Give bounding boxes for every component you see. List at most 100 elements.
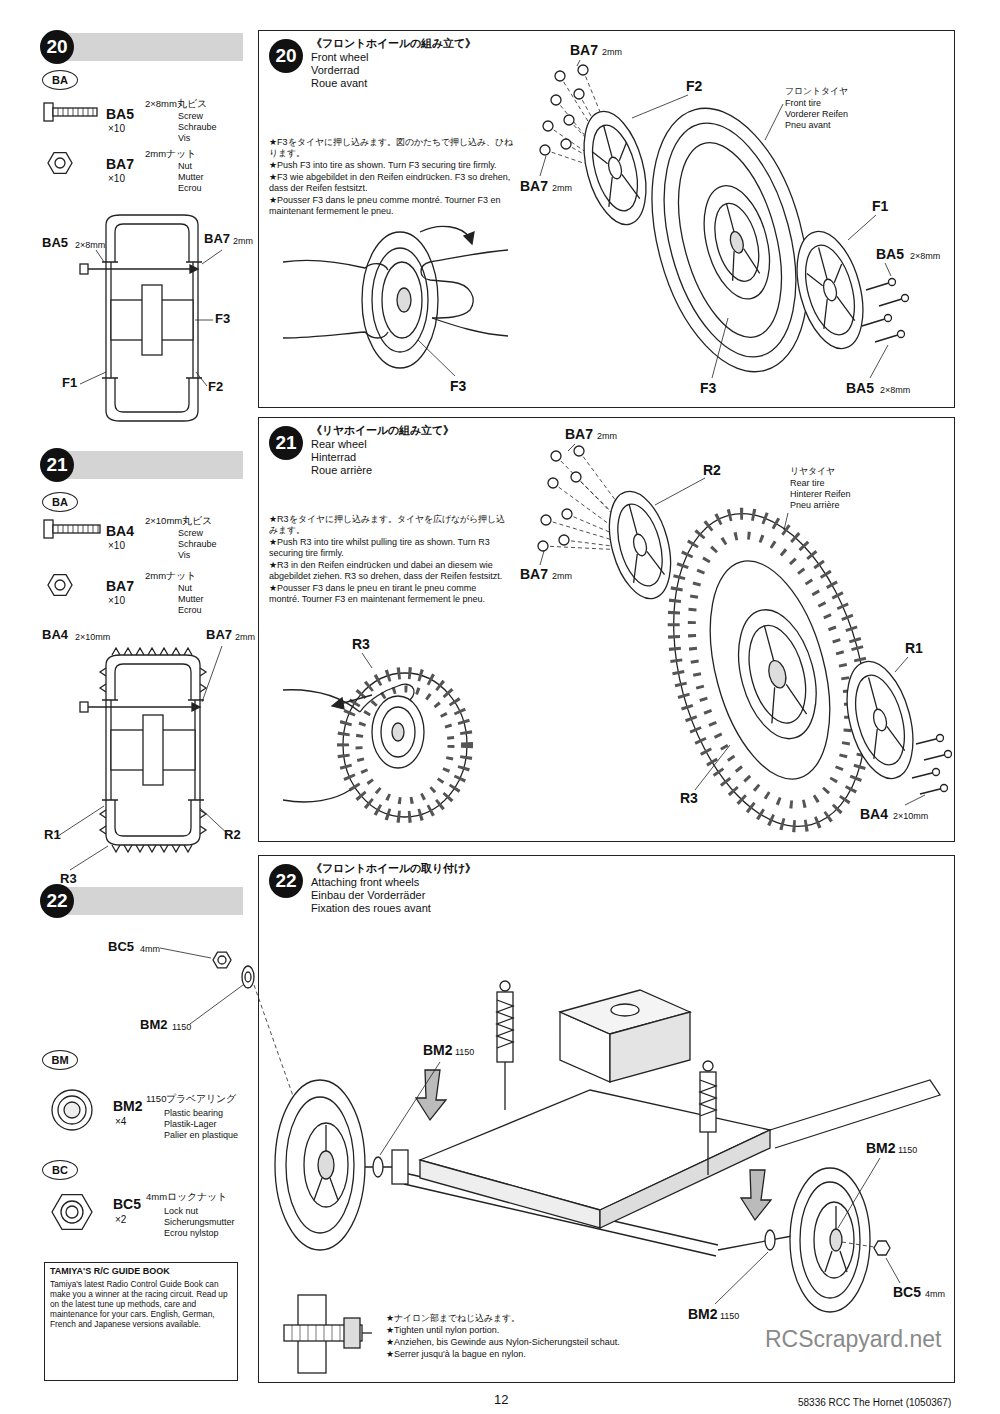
part-code: BC5 bbox=[113, 1196, 141, 1212]
part-code: BM2 bbox=[866, 1140, 896, 1156]
part-label: 1150プラベアリング bbox=[146, 1094, 236, 1105]
part-label: Mutter bbox=[178, 172, 204, 182]
part-code: R3 bbox=[680, 790, 698, 806]
part-label: 2×8mm丸ビス bbox=[145, 99, 207, 110]
part-label: Nut bbox=[178, 161, 192, 171]
step-title: 《フロントホイールの取り付け》 bbox=[311, 862, 476, 875]
instruction-note: ★F3 wie abgebildet in den Reifen eindrüc… bbox=[269, 172, 514, 194]
part-label: Palier en plastique bbox=[164, 1130, 238, 1140]
step-number-text: 21 bbox=[275, 432, 296, 454]
part-label: 2mm bbox=[597, 431, 617, 441]
part-label: Hinterer Reifen bbox=[790, 489, 851, 499]
part-label: フロントタイヤ bbox=[785, 86, 848, 96]
part-code: BA4 bbox=[860, 806, 888, 822]
part-code: BA7 bbox=[565, 426, 593, 442]
part-code: BM2 bbox=[140, 1018, 167, 1033]
part-label: Mutter bbox=[178, 594, 204, 604]
part-label: ×10 bbox=[108, 123, 125, 135]
instruction-note: ★Push F3 into tire as shown. Turn F3 sec… bbox=[269, 160, 514, 171]
instruction-note: ★Pousser F3 dans le pneu comme montré. T… bbox=[269, 195, 514, 217]
step-number-text: 22 bbox=[46, 890, 67, 912]
part-label: Pneu avant bbox=[785, 120, 831, 130]
step-number: 22 bbox=[40, 884, 74, 918]
part-label: 1150 bbox=[720, 1311, 739, 1321]
part-code: F2 bbox=[208, 380, 223, 395]
part-code: F3 bbox=[700, 380, 716, 396]
part-label: Sicherungsmutter bbox=[164, 1217, 235, 1227]
part-label: Front tire bbox=[785, 98, 821, 108]
part-code: F3 bbox=[215, 312, 230, 327]
part-code: BM2 bbox=[113, 1098, 143, 1114]
part-code: BA5 bbox=[876, 246, 904, 262]
part-label: Ecrou bbox=[178, 605, 202, 615]
part-label: Lock nut bbox=[164, 1206, 198, 1216]
part-code: BA7 bbox=[520, 178, 548, 194]
part-label: リヤタイヤ bbox=[790, 466, 835, 476]
part-label: Plastik-Lager bbox=[164, 1119, 217, 1129]
part-label: 4mmロックナット bbox=[146, 1192, 227, 1203]
part-label: Screw bbox=[178, 528, 203, 538]
step-title: Fixation des roues avant bbox=[311, 902, 431, 915]
bag-code: BC bbox=[52, 1164, 68, 1177]
part-label: Vis bbox=[178, 550, 190, 560]
part-label: ×10 bbox=[108, 540, 125, 552]
step-title: Front wheel bbox=[311, 51, 368, 64]
part-code: F1 bbox=[62, 376, 77, 391]
part-code: BA7 bbox=[204, 232, 230, 247]
note-heading: TAMIYA'S R/C GUIDE BOOK bbox=[50, 1266, 232, 1277]
part-code: BA7 bbox=[106, 156, 134, 172]
part-label: 2mm bbox=[552, 183, 572, 193]
part-label: 1150 bbox=[172, 1022, 191, 1032]
guide-book-note: TAMIYA'S R/C GUIDE BOOKTamiya's latest R… bbox=[44, 1262, 238, 1381]
step-panel: 《フロントホイールの取り付け》Attaching front wheelsEin… bbox=[258, 855, 955, 1383]
part-label: Plastic bearing bbox=[164, 1108, 223, 1118]
part-label: 2×8mm bbox=[75, 240, 105, 250]
step-number: 21 bbox=[40, 448, 74, 482]
part-label: Schraube bbox=[178, 539, 217, 549]
part-code: BM2 bbox=[423, 1042, 453, 1058]
part-label: 1150 bbox=[455, 1047, 474, 1057]
instruction-note: ★Tighten until nylon portion. bbox=[386, 1325, 648, 1336]
part-label: Nut bbox=[178, 583, 192, 593]
step-title: Roue arrière bbox=[311, 464, 372, 477]
step-number-text: 22 bbox=[275, 870, 296, 892]
part-label: Ecrou nylstop bbox=[164, 1228, 219, 1238]
part-label: ×10 bbox=[108, 173, 125, 185]
part-label: 4mm bbox=[925, 1289, 945, 1299]
part-label: ×10 bbox=[108, 595, 125, 607]
part-label: Vorderer Reifen bbox=[785, 109, 848, 119]
step-title: Hinterrad bbox=[311, 451, 356, 464]
part-label: Schraube bbox=[178, 122, 217, 132]
part-code: BA7 bbox=[570, 42, 598, 58]
step-number: 20 bbox=[40, 30, 74, 64]
part-label: 2×10mm bbox=[893, 811, 928, 821]
instruction-note: ★Pousser F3 dans le pneu en tirant le pn… bbox=[269, 583, 509, 605]
step-title: Vorderrad bbox=[311, 64, 359, 77]
part-label: 2mmナット bbox=[145, 149, 196, 160]
step-title: Attaching front wheels bbox=[311, 876, 419, 889]
bag-code: BM bbox=[51, 1054, 68, 1067]
part-code: BM2 bbox=[688, 1306, 718, 1322]
bag-code: BA bbox=[52, 496, 68, 509]
part-label: 2mm bbox=[233, 236, 253, 246]
step-title: 《フロントホイールの組み立て》 bbox=[311, 37, 476, 50]
step-number: 21 bbox=[269, 426, 303, 460]
page-number: 12 bbox=[494, 1393, 508, 1408]
watermark: RCScrapyard.net bbox=[765, 1326, 941, 1352]
parts-bag-tag: BC bbox=[42, 1160, 78, 1180]
part-label: ×4 bbox=[115, 1116, 126, 1128]
part-code: R1 bbox=[905, 640, 923, 656]
part-label: Rear tire bbox=[790, 478, 825, 488]
part-label: 2mm bbox=[602, 47, 622, 57]
step-title: Roue avant bbox=[311, 77, 367, 90]
part-label: 2×10mm丸ビス bbox=[145, 516, 212, 527]
part-code: R3 bbox=[352, 636, 370, 652]
step-title: 《リヤホイールの組み立て》 bbox=[311, 424, 454, 437]
part-label: Vis bbox=[178, 133, 190, 143]
part-code: F3 bbox=[450, 378, 466, 394]
part-code: BA4 bbox=[42, 628, 68, 643]
part-label: Pneu arrière bbox=[790, 500, 840, 510]
instruction-note: ★F3をタイヤに押し込みます。図のかたちで押し込み、ひねります。 bbox=[269, 137, 514, 159]
step-number: 22 bbox=[269, 864, 303, 898]
part-label: ×2 bbox=[115, 1214, 126, 1226]
